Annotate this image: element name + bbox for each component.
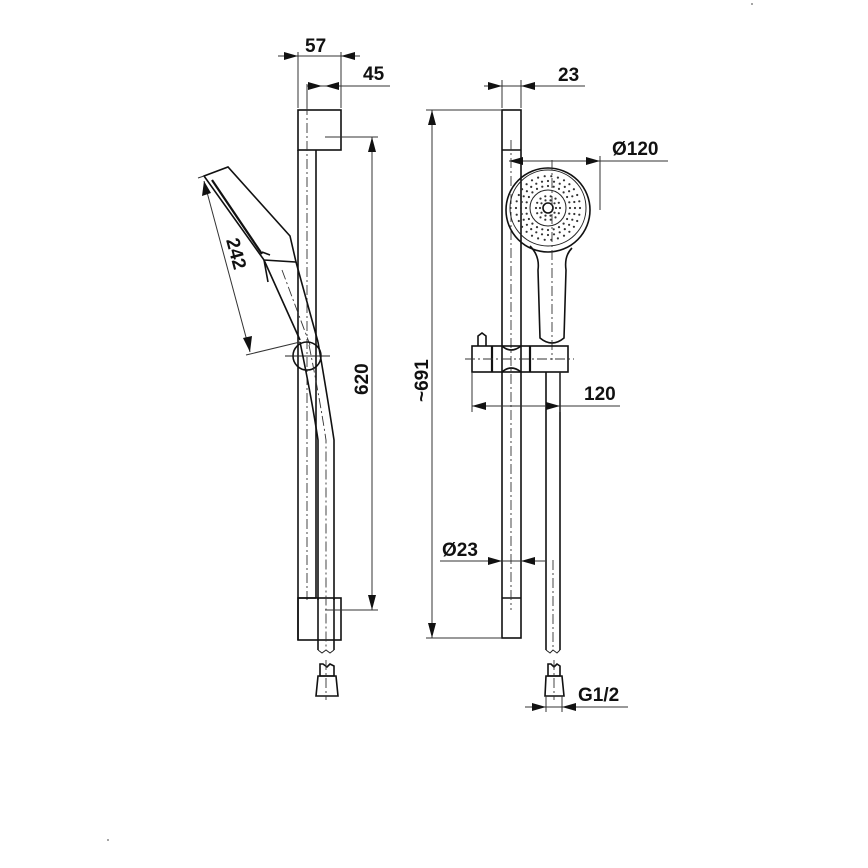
hand-shower-side <box>202 166 319 346</box>
dim-label-45: 45 <box>363 64 385 85</box>
dim-rail-diameter: Ø23 <box>440 540 545 565</box>
side-view: 57 45 242 620 <box>197 36 390 700</box>
dim-45: 45 <box>306 64 390 108</box>
hose-front <box>545 372 561 654</box>
dim-label-57: 57 <box>305 36 326 57</box>
dim-thread: G1/2 <box>525 685 628 712</box>
dim-57: 57 <box>278 36 360 108</box>
dim-label-o120: Ø120 <box>612 139 658 160</box>
scan-speck <box>751 3 753 5</box>
dim-620: 620 <box>325 136 378 611</box>
dim-label-23: 23 <box>558 65 579 86</box>
dim-23: 23 <box>484 65 585 108</box>
slider-front <box>465 332 574 373</box>
front-rail <box>501 109 522 639</box>
dim-label-o23: Ø23 <box>442 540 478 561</box>
dim-overall-height: ~691 <box>412 109 502 639</box>
dim-242: 242 <box>197 175 301 356</box>
dim-label-g12: G1/2 <box>578 685 619 706</box>
hose-side <box>299 341 335 654</box>
shower-head-front <box>505 160 591 360</box>
scan-speck <box>107 839 109 841</box>
top-bracket <box>297 109 342 151</box>
dim-label-120: 120 <box>584 384 616 405</box>
dim-head-diameter: Ø120 <box>509 139 668 210</box>
dim-label-691: ~691 <box>412 359 433 402</box>
front-view: 23 Ø120 ~691 120 <box>412 65 668 712</box>
dim-label-620: 620 <box>352 363 373 395</box>
dim-label-242: 242 <box>221 236 249 272</box>
connector-side <box>315 660 339 700</box>
connector-front <box>544 660 565 700</box>
dim-slider-projection: 120 <box>471 372 620 412</box>
bottom-bracket <box>297 597 342 641</box>
